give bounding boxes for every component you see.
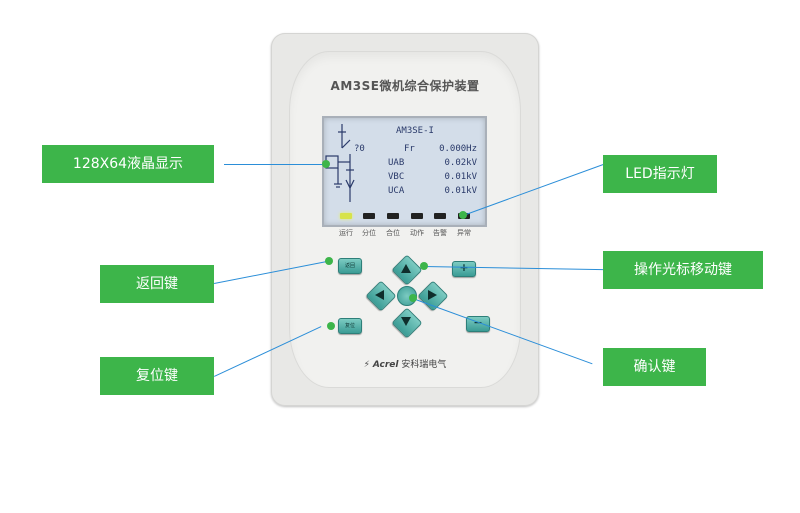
lcd-row-value: 0.01kV [444,172,477,182]
lcd-diagram-icon [325,124,355,202]
brand-footer: ⚡ Acrel 安科瑞电气 [271,357,539,370]
led-label: 异常 [457,229,471,237]
led-label: 分位 [362,229,376,237]
brand-logo: Acrel [372,360,399,370]
back-button-label: 返回 [344,263,355,269]
callout-dot-back [325,257,333,265]
lcd-row-label: VBC [388,172,405,182]
brand-name: 安科瑞电气 [401,360,447,370]
led-label: 动作 [410,229,424,237]
lcd-title: AM3SE-I [396,126,434,136]
plus-button[interactable]: + [452,261,476,277]
callout-dot-reset [327,322,335,330]
callout-dot-confirm [409,294,417,302]
callout-dot-cursor [420,262,428,270]
back-button[interactable]: 返回 [338,258,362,274]
lcd-row-label: Fr [404,144,415,154]
led-label: 运行 [339,229,353,237]
acrel-logo-icon: ⚡ [363,360,370,370]
led-label: 告警 [433,229,447,237]
lcd-screen: AM3SE-I ?0 Fr 0.000Hz UAB 0.02kV VBC 0.0… [322,116,487,227]
led-trip-indicator [411,213,423,219]
callout-back: 返回键 [100,265,214,303]
lcd-row-value: 0.02kV [444,158,477,168]
lcd-row-value: 0.000Hz [439,144,477,154]
led-open-indicator [363,213,375,219]
callout-dot-led [459,211,467,219]
led-label: 合位 [386,229,400,237]
led-alarm-indicator [434,213,446,219]
reset-button-label: 复位 [344,323,355,329]
lcd-row-label: UCA [388,186,405,196]
callout-lcd: 128X64液晶显示 [42,145,214,183]
callout-cursor: 操作光标移动键 [603,251,763,289]
callout-line-lcd [224,164,325,165]
callout-led: LED指示灯 [603,155,717,193]
lcd-row-label: UAB [388,158,405,168]
lcd-row-value: 0.01kV [444,186,477,196]
callout-dot-lcd [322,160,330,168]
reset-button[interactable]: 复位 [338,318,362,334]
led-run-indicator [340,213,352,219]
lcd-symbol: ?0 [354,144,365,154]
protection-device: AM3SE微机综合保护装置 AM3SE-I ?0 Fr 0.000Hz [271,33,539,406]
callout-confirm: 确认键 [603,348,706,386]
led-closed-indicator [387,213,399,219]
callout-reset: 复位键 [100,357,214,395]
device-title: AM3SE微机综合保护装置 [330,79,480,93]
